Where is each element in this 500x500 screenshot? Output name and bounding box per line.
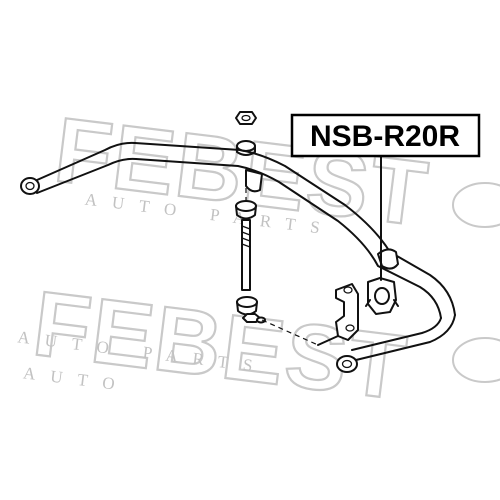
link-upper-bushing xyxy=(235,200,257,212)
bar-bump-left xyxy=(245,169,263,193)
stabilizer-bar xyxy=(20,141,456,373)
bar-left-eye-hole xyxy=(25,181,35,191)
stabilizer-link xyxy=(235,111,266,324)
bushing-bore xyxy=(374,287,390,305)
bar-edge-upper xyxy=(36,141,456,316)
bracket-bolt-top xyxy=(343,286,353,294)
bar-arm-lower xyxy=(351,317,442,351)
mounting-bracket xyxy=(317,283,359,346)
link-bolt-thread xyxy=(241,225,251,248)
link-upper-bushing-side xyxy=(235,205,257,220)
part-label-frame xyxy=(290,113,481,158)
part-number-label: NSB-R20R xyxy=(310,120,460,153)
bar-arm-upper xyxy=(355,314,456,361)
link-bolt xyxy=(241,219,251,291)
bracket-leader xyxy=(317,335,339,346)
link-top-washer-side xyxy=(236,145,256,156)
dashed-connector xyxy=(261,319,319,346)
bar-edge-lower xyxy=(36,157,442,319)
link-top-washer xyxy=(236,140,256,152)
link-top-nut xyxy=(235,111,257,125)
link-lower-bushing xyxy=(236,296,258,308)
link-bottom-cap xyxy=(256,316,266,324)
bar-right-eye xyxy=(336,355,358,373)
bushing-nsb-r20r xyxy=(365,277,399,315)
bushing-flanges xyxy=(365,299,399,307)
watermark-ring-top xyxy=(452,182,500,228)
link-top-nut-hole xyxy=(241,114,251,122)
bar-left-eye xyxy=(20,177,40,195)
bracket-bolt-bottom xyxy=(345,324,355,332)
bar-clamp-bump xyxy=(377,248,399,270)
bar-right-eye-hole xyxy=(341,359,353,369)
part-label-box: NSB-R20R xyxy=(290,113,481,158)
watermark-ring-bottom xyxy=(452,337,500,383)
